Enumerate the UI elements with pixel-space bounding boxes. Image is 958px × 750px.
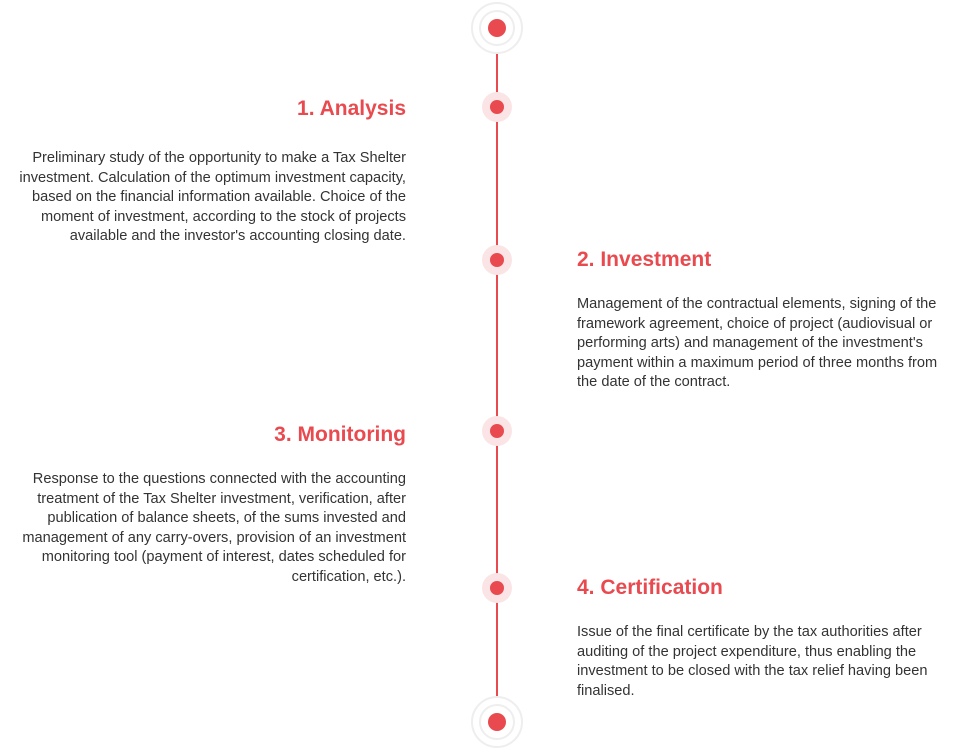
step-description: Management of the contractual elements, …	[577, 296, 938, 391]
step-2-node	[482, 245, 512, 275]
step-certification: 4. Certification Issue of the final cert…	[577, 575, 958, 701]
step-description: Response to the questions connected with…	[22, 471, 406, 585]
step-monitoring: 3. Monitoring Response to the questions …	[0, 422, 406, 588]
step-description: Preliminary study of the opportunity to …	[19, 150, 406, 245]
step-title: 4. Certification	[577, 576, 723, 599]
timeline-line	[496, 28, 498, 722]
step-title: 3. Monitoring	[274, 423, 406, 446]
timeline-end-node	[471, 696, 523, 748]
step-analysis: 1. Analysis Preliminary study of the opp…	[0, 96, 406, 247]
step-title: 2. Investment	[577, 248, 712, 271]
step-title: 1. Analysis	[297, 97, 406, 120]
step-description: Issue of the final certificate by the ta…	[577, 624, 928, 699]
timeline-start-node	[471, 2, 523, 54]
step-3-node	[482, 416, 512, 446]
step-4-node	[482, 573, 512, 603]
step-investment: 2. Investment Management of the contract…	[577, 247, 958, 393]
step-1-node	[482, 92, 512, 122]
